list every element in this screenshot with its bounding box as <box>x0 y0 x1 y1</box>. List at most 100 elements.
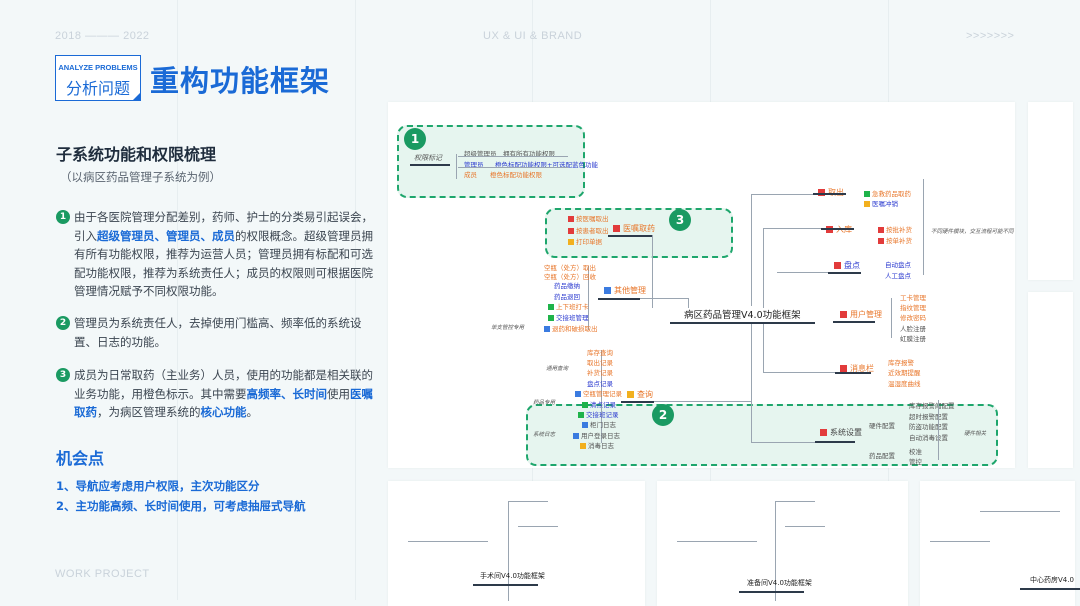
leaf-label: 打印单据 <box>576 238 602 246</box>
leaf-node[interactable]: 按患者取出 <box>568 225 609 235</box>
role-tag-icon <box>580 443 586 449</box>
text: 管理员为系统责任人，去掉使用门槛高、频率低的系统设置、日志的功能。 <box>74 316 362 349</box>
leaf-node[interactable]: 空瓶（处方）取出 <box>544 264 596 272</box>
leaf-node[interactable]: 自动消毒设置 <box>909 434 948 442</box>
leaf-node[interactable]: 打印单据 <box>568 236 602 246</box>
leaf-node[interactable]: 柜门日志 <box>582 419 616 429</box>
connector <box>608 235 652 237</box>
connector <box>813 193 846 195</box>
branch-user[interactable]: 用户管理 <box>840 309 882 320</box>
thumbnail-title: 手术间V4.0功能框架 <box>480 572 545 580</box>
mindmap-card-partial[interactable] <box>1028 102 1073 280</box>
leaf-node[interactable]: 库存查询 <box>587 349 613 357</box>
thumbnail-card[interactable]: 准备间V4.0功能框架 <box>657 481 908 606</box>
role-tag-icon <box>840 311 847 318</box>
leaf-node[interactable]: 补货记录 <box>587 369 613 377</box>
role-tag-icon <box>582 422 588 428</box>
branch-label: 消息栏 <box>850 364 874 373</box>
year-range: 2018 ——— 2022 <box>55 30 150 42</box>
leaf-node[interactable]: 自动盘点 <box>885 261 911 269</box>
zone-number: 1 <box>404 128 426 150</box>
branch-sys[interactable]: 系统设置 <box>820 427 862 438</box>
leaf-node[interactable]: 清点记录 <box>582 399 616 409</box>
branch-other[interactable]: 其他管理 <box>604 285 646 296</box>
leaf-node[interactable]: 防盗功能配置 <box>909 423 948 431</box>
leaf-node[interactable]: 取出记录 <box>587 359 613 367</box>
branch-dispense[interactable]: 医嘱取药 <box>613 223 655 234</box>
leaf-node[interactable]: 医嘱冲销 <box>864 198 898 208</box>
leaf-node[interactable]: 超时报警配置 <box>909 413 948 421</box>
leaf-node[interactable]: 上下班打卡 <box>548 301 589 311</box>
connector <box>654 401 752 402</box>
leaf-node[interactable]: 盘点记录 <box>587 380 613 388</box>
role-tag-icon <box>604 287 611 294</box>
connector <box>688 298 689 308</box>
connector <box>588 266 589 330</box>
leaf-node[interactable]: 修改密码 <box>900 314 926 322</box>
connector <box>518 526 558 527</box>
leaf-node[interactable]: 交接班管理 <box>548 312 589 322</box>
connector <box>621 401 654 403</box>
legend-desc: 橙色标配功能权限 <box>490 171 542 179</box>
number-badge: 1 <box>56 210 70 224</box>
role-tag-icon <box>548 315 554 321</box>
leaf-label: 按患者取出 <box>576 227 609 235</box>
sys-sub: 硬件配置 <box>869 422 895 430</box>
connector <box>1020 588 1080 590</box>
leaf-node[interactable]: 管控 <box>909 458 922 466</box>
role-tag-icon <box>568 228 574 234</box>
section-badge: ANALYZE PROBLEMS 分析问题 <box>55 55 141 101</box>
badge-chinese: 分析问题 <box>65 79 130 98</box>
role-tag-icon <box>820 429 827 436</box>
leaf-node[interactable]: 指纹管理 <box>900 304 926 312</box>
leaf-node[interactable]: 急救药品取药 <box>864 188 911 198</box>
branch-msg[interactable]: 消息栏 <box>840 363 874 374</box>
leaf-node[interactable]: 近效期提醒 <box>888 369 921 377</box>
tagline: UX & UI & BRAND <box>483 30 583 42</box>
leaf-node[interactable]: 按单补货 <box>878 235 912 245</box>
leaf-node[interactable]: 校准 <box>909 448 922 456</box>
leaf-node[interactable]: 工卡管理 <box>900 294 926 302</box>
leaf-node[interactable]: 按批补货 <box>878 224 912 234</box>
connector <box>458 156 568 157</box>
leaf-node[interactable]: 交接班记录 <box>578 409 619 419</box>
query-group: 系统日志 <box>533 432 556 438</box>
branch-label: 其他管理 <box>614 286 646 295</box>
connector <box>763 228 764 308</box>
role-tag-icon <box>613 225 620 232</box>
thumbnail-card[interactable]: 手术间V4.0功能框架 <box>388 481 645 606</box>
highlight-zone-2 <box>526 404 998 466</box>
branch-out[interactable]: 取出 <box>818 187 844 198</box>
opportunity-item: 2、主功能高频、长时间使用，可考虑抽屉式导航 <box>56 499 306 513</box>
legend-role: 管理员 <box>464 161 484 169</box>
opportunity-heading: 机会点 <box>56 449 105 468</box>
leaf-node[interactable]: 消毒日志 <box>580 440 614 450</box>
role-tag-icon <box>878 227 884 233</box>
branch-check[interactable]: 盘点 <box>834 260 860 271</box>
opportunity-item: 1、导航应考虑用户权限，主次功能区分 <box>56 479 260 493</box>
mindmap-card-partial[interactable] <box>1028 292 1073 468</box>
leaf-node[interactable]: 退药和破损取出 <box>544 323 598 333</box>
leaf-node[interactable]: 人脸注册 <box>900 325 926 333</box>
leaf-node[interactable]: 空瓶（处方）回收 <box>544 273 596 281</box>
leaf-node[interactable]: 人工盘点 <box>885 272 911 280</box>
leaf-node[interactable]: 药品缴纳 <box>554 282 580 290</box>
branch-query[interactable]: 查询 <box>627 389 653 400</box>
leaf-label: 医嘱冲销 <box>872 200 898 208</box>
connector <box>815 441 855 443</box>
connector <box>828 272 861 274</box>
role-tag-icon <box>834 262 841 269</box>
leaf-node[interactable]: 药品退回 <box>554 293 580 301</box>
legend-desc: 拥有所有功能权限 <box>503 150 555 158</box>
mindmap-card: 1 3 2 权限标记 超级管理员 拥有所有功能权限 管理员 橙色标配功能权限+可… <box>388 102 1015 468</box>
leaf-node[interactable]: 用户登录日志 <box>573 430 620 440</box>
leaf-label: 上下班打卡 <box>556 303 589 311</box>
text: 的权限概念。超级管理员拥有所有功能权限，推荐为运营人员；管理员拥有标配和可选配功… <box>74 228 373 299</box>
leaf-node[interactable]: 库存报警阈配置 <box>909 402 955 410</box>
leaf-node[interactable]: 库存报警 <box>888 359 914 367</box>
leaf-node[interactable]: 虹膜注册 <box>900 335 926 343</box>
thumbnail-card[interactable]: 中心药房V4.0 <box>920 481 1080 606</box>
leaf-node[interactable]: 按医嘱取出 <box>568 213 609 223</box>
leaf-node[interactable]: 空瓶管理记录 <box>575 388 622 398</box>
leaf-node[interactable]: 温湿度曲线 <box>888 380 921 388</box>
